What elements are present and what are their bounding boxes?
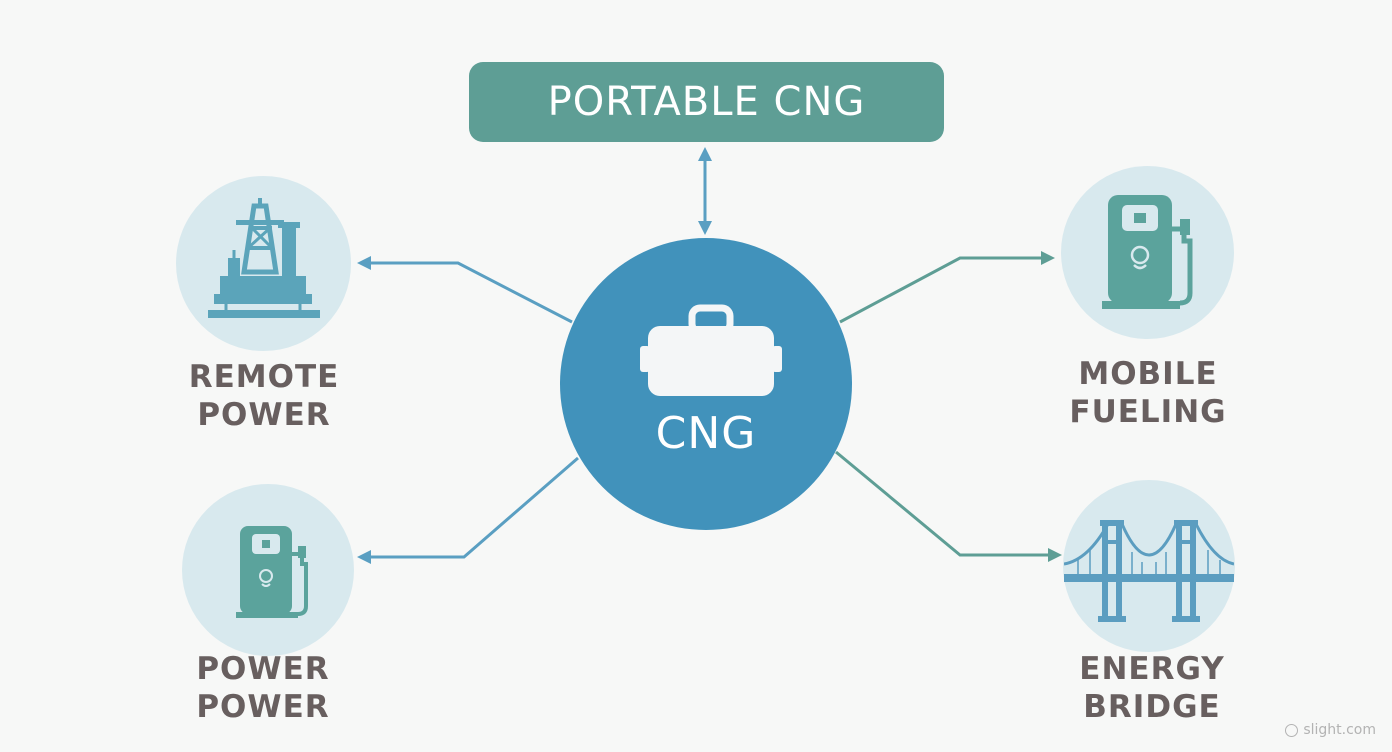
energy-bridge-label: ENERGY BRIDGE: [1079, 651, 1225, 725]
watermark: slight.com: [1285, 722, 1376, 738]
hub-label: CNG: [655, 408, 757, 459]
watermark-logo-icon: [1285, 723, 1299, 737]
connector-remote-power: [357, 256, 573, 324]
energy-bridge-node: [1063, 480, 1235, 652]
watermark-text: slight.com: [1303, 722, 1376, 738]
connector-power-power: [357, 456, 579, 564]
oil-rig-icon: [208, 198, 320, 318]
mobile-fueling-label: MOBILE FUELING: [1069, 356, 1227, 430]
page-title: PORTABLE CNG: [469, 62, 944, 142]
title-text: PORTABLE CNG: [547, 79, 866, 125]
bridge-icon: [1064, 520, 1234, 622]
power-power-label: POWER POWER: [196, 651, 330, 725]
briefcase-icon: [640, 304, 782, 396]
connector-mobile-fueling: [839, 251, 1055, 324]
fuel-pump-icon: [236, 526, 308, 618]
remote-power-label: REMOTE POWER: [188, 359, 340, 433]
fuel-pump-icon: [1102, 195, 1193, 309]
connector-energy-bridge: [835, 450, 1062, 562]
